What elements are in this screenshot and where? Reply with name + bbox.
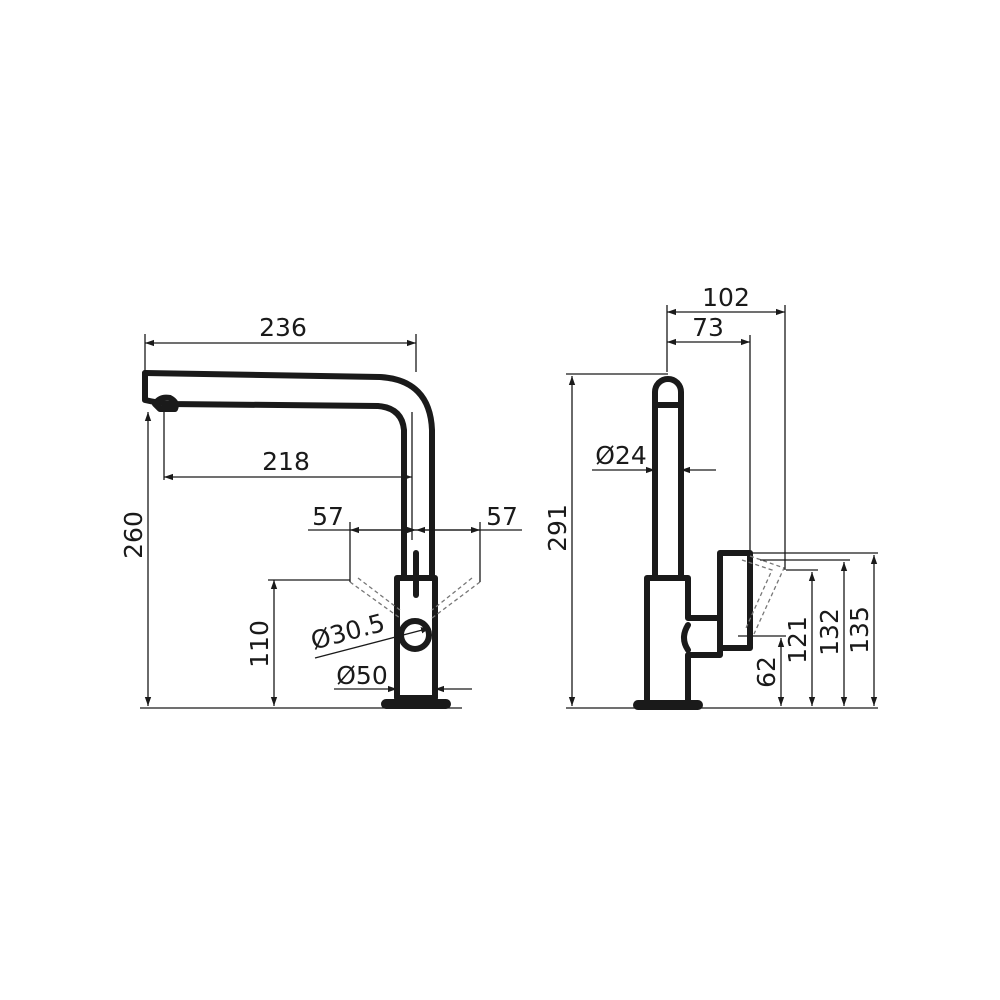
front-faucet-outline: [142, 370, 481, 709]
dim-135: 135: [845, 606, 874, 654]
front-dimension-lines: [140, 334, 522, 709]
dim-handle-height: 110: [245, 620, 274, 668]
dim-total-reach: 236: [259, 313, 307, 342]
dim-spout-reach: 218: [262, 447, 310, 476]
dim-base-diameter: Ø50: [336, 661, 388, 690]
dim-depth-total: 102: [702, 283, 750, 312]
dim-body-diameter: Ø30.5: [308, 608, 388, 656]
side-view: 102 73 Ø24 291 62 121 132 135: [543, 283, 878, 710]
side-dimension-lines: [566, 305, 878, 709]
dim-depth-lever: 73: [692, 313, 724, 342]
dim-spout-diameter: Ø24: [595, 441, 647, 470]
side-faucet-outline: [633, 376, 785, 710]
dim-handle-left: 57: [312, 502, 344, 531]
dim-62: 62: [752, 656, 781, 688]
dim-121: 121: [783, 616, 812, 664]
dim-front-height: 260: [119, 511, 148, 559]
dim-side-height: 291: [543, 504, 572, 552]
front-view: 236 218 260 57 57 110 Ø30.5 Ø50: [119, 313, 522, 709]
dim-handle-right: 57: [486, 502, 518, 531]
dim-132: 132: [815, 608, 844, 656]
